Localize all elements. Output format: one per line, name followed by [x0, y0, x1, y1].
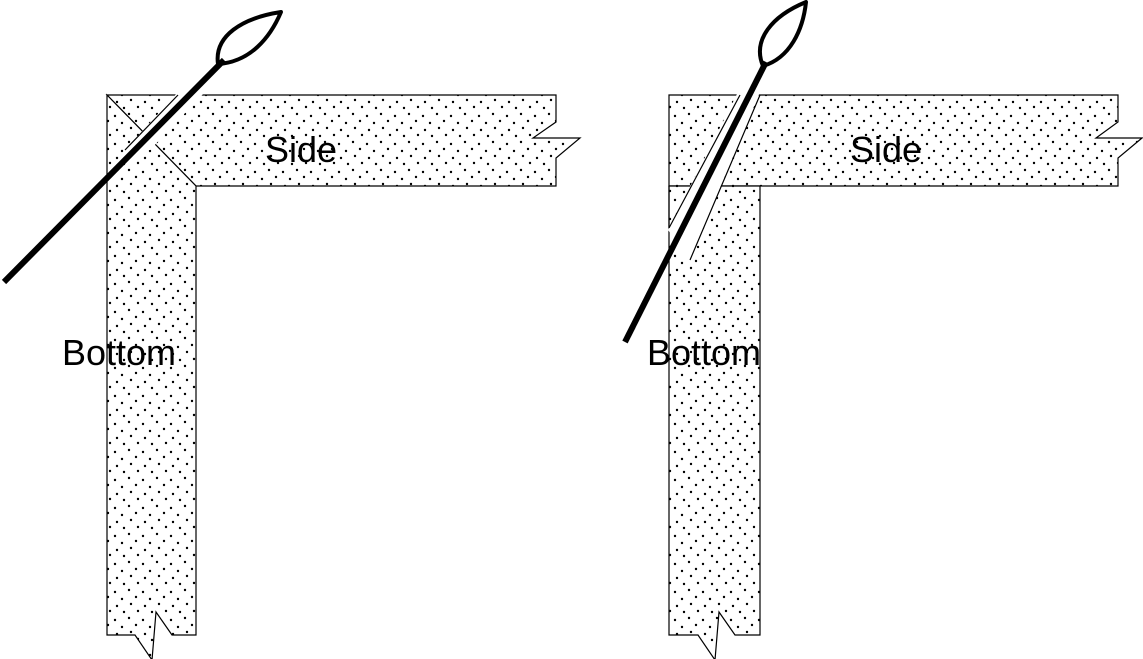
right-slot-edge-b — [668, 94, 741, 229]
left-panel: Side Bottom — [1, 10, 582, 659]
left-bottom-label: Bottom — [62, 332, 176, 373]
left-bottom-board — [106, 93, 197, 659]
right-slot-edge-c — [689, 94, 761, 261]
left-needle-eye-icon — [215, 10, 283, 66]
right-bottom-board — [668, 185, 761, 659]
right-needle-eye-icon — [757, 0, 808, 68]
right-panel: Side Bottom — [622, 0, 1143, 659]
left-slot-edge — [124, 94, 179, 151]
left-needle — [1, 57, 227, 285]
right-side-board — [668, 94, 1143, 187]
left-side-label: Side — [265, 129, 337, 170]
left-side-board — [105, 94, 582, 187]
right-needle — [622, 60, 769, 344]
right-needle-slot — [668, 92, 760, 260]
right-side-label: Side — [850, 129, 922, 170]
right-bottom-label: Bottom — [647, 332, 761, 373]
